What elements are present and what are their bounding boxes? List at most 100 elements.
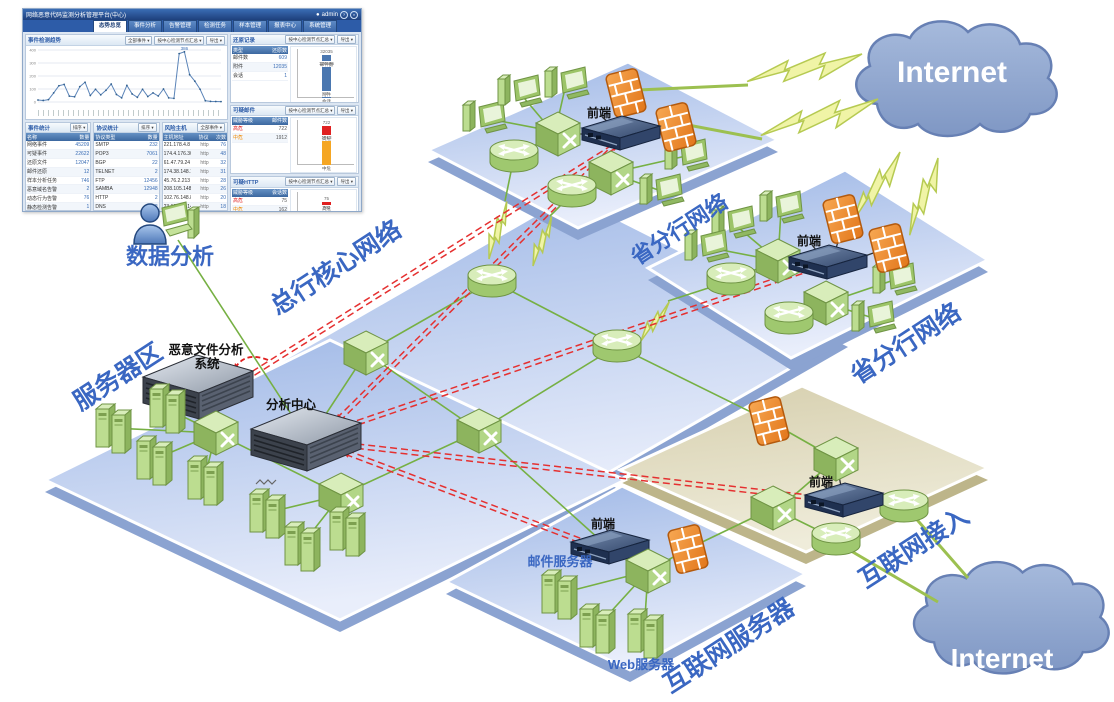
user-name[interactable]: admin bbox=[321, 11, 338, 18]
table-cell: 附件 bbox=[233, 64, 244, 71]
widget-export-button[interactable]: 导出 ▾ bbox=[337, 177, 356, 187]
connection-line bbox=[823, 485, 837, 497]
connection-line bbox=[768, 420, 837, 460]
table-sort-select[interactable]: 排序 ▾ bbox=[138, 123, 157, 132]
switch-icon bbox=[455, 407, 503, 455]
tab-reports[interactable]: 报表中心 bbox=[268, 20, 303, 32]
router-icon bbox=[591, 328, 643, 364]
trend-filter-select[interactable]: 全部事件 ▾ bbox=[124, 35, 153, 45]
frontend-appliance-icon bbox=[570, 529, 650, 565]
trend-export-button[interactable]: 导出 ▾ bbox=[206, 35, 225, 45]
connection-line bbox=[790, 458, 837, 499]
tab-samples[interactable]: 样本管理 bbox=[233, 20, 268, 32]
zone-label-internet-access: 互联网接入 bbox=[854, 502, 974, 594]
power-icon[interactable]: × bbox=[350, 10, 358, 19]
appliance-links bbox=[578, 105, 887, 566]
column-header: 主机地址 bbox=[163, 134, 184, 141]
table-row[interactable]: 208.105.148.221http26 bbox=[162, 185, 227, 195]
table-cell: FTP bbox=[95, 177, 105, 184]
tab-overview[interactable]: 态势总览 bbox=[93, 20, 128, 32]
table-row[interactable]: 174.38.148.129http31 bbox=[162, 167, 227, 177]
bar bbox=[322, 210, 331, 211]
table-cell: 恶意域名告警 bbox=[27, 186, 58, 193]
frontend-label: 前端 bbox=[809, 474, 833, 489]
table-cell: 邮件数 bbox=[233, 55, 249, 62]
column-header: 威胁等级 bbox=[233, 190, 254, 197]
trend-group-select[interactable]: 按中心检测节点汇总 ▾ bbox=[154, 35, 205, 45]
table-filter-select[interactable]: 全部事件 ▾ bbox=[197, 123, 225, 132]
dashboard-titlebar: 网络恶意代码监测分析管理平台(中心) ● admin ? × bbox=[23, 9, 361, 20]
connection-line bbox=[601, 116, 615, 128]
table-cell: 可疑事件 bbox=[27, 151, 48, 158]
widget-group-select[interactable]: 按中心检测节点汇总 ▾ bbox=[285, 35, 336, 44]
table-row[interactable]: FTP 12456 bbox=[94, 177, 159, 186]
connection-line bbox=[549, 195, 571, 217]
tab-events[interactable]: 事件分析 bbox=[128, 20, 163, 32]
switch-icon bbox=[342, 329, 390, 377]
table-sort-select[interactable]: 排序 ▾ bbox=[69, 123, 89, 132]
table-row[interactable]: 23.108.57.148http18 bbox=[162, 203, 227, 210]
table-cell: 609 bbox=[278, 54, 287, 61]
column-header: 名称 bbox=[27, 134, 38, 141]
table-cell: 162 bbox=[278, 206, 287, 212]
widget-export-button[interactable]: 导出 ▾ bbox=[337, 35, 356, 44]
tab-tasks[interactable]: 检测任务 bbox=[198, 20, 233, 32]
help-icon[interactable]: ? bbox=[340, 10, 348, 19]
connection-line bbox=[687, 123, 763, 141]
router-icon bbox=[705, 261, 757, 297]
table-cell: 26 bbox=[220, 186, 226, 193]
widget-group-select[interactable]: 按中心检测节点汇总 ▾ bbox=[285, 105, 336, 115]
table-cell: 12456 bbox=[143, 177, 158, 184]
tab-system[interactable]: 系统管理 bbox=[303, 20, 338, 32]
connection-line bbox=[340, 494, 347, 532]
monitoring-dashboard: 网络恶意代码监测分析管理平台(中心) ● admin ? × 态势总览 事件分析… bbox=[22, 8, 362, 212]
bar bbox=[321, 125, 331, 135]
tab-alerts[interactable]: 告警管理 bbox=[163, 20, 198, 32]
switch-icon bbox=[812, 435, 860, 483]
table-row[interactable]: 邮件数 609 bbox=[232, 54, 288, 63]
table-cell: 12948 bbox=[143, 186, 158, 193]
widget-export-button[interactable]: 导出 ▾ bbox=[337, 105, 356, 115]
table-cell: 48 bbox=[220, 150, 226, 157]
table-cell: 高危 bbox=[233, 126, 244, 133]
table-cell: 174.4.176.30 bbox=[163, 150, 192, 157]
widget-group-select[interactable]: 按中心检测节点汇总 ▾ bbox=[285, 177, 336, 187]
workstation-icon bbox=[544, 66, 590, 100]
router-icon bbox=[878, 488, 930, 524]
